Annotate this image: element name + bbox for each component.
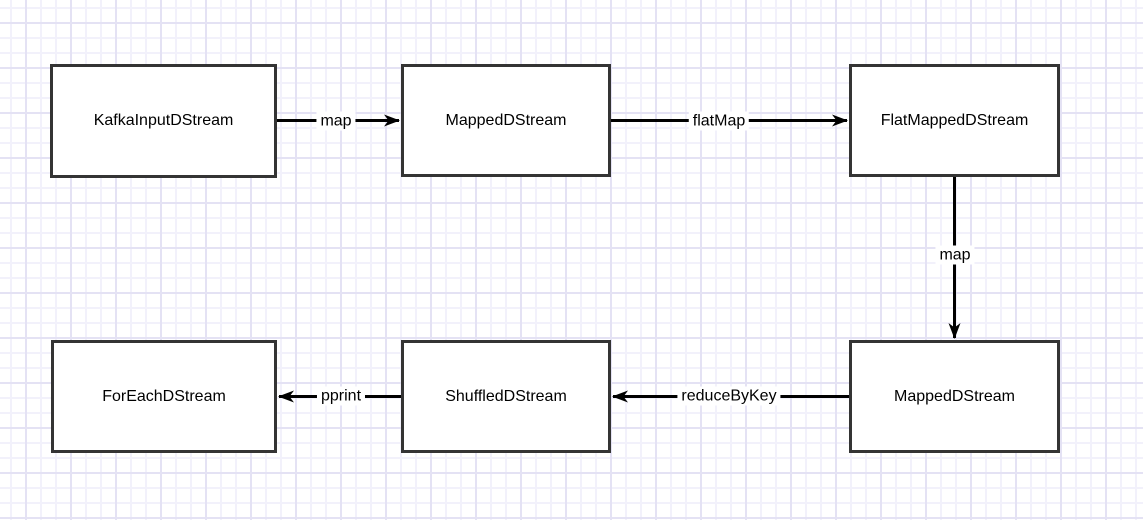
edge-label-reducebykey: reduceByKey [677,386,781,406]
node-mapped-dstream-top: MappedDStream [401,64,611,177]
edge-label-map-top: map [316,111,356,131]
node-label-foreach-dstream: ForEachDStream [102,387,226,405]
node-flat-mapped-dstream: FlatMappedDStream [849,64,1060,177]
edge-label-pprint: pprint [316,386,366,406]
node-label-kafka-input-dstream: KafkaInputDStream [93,112,234,129]
node-shuffled-dstream: ShuffledDStream [401,340,611,453]
edge-label-flatmap: flatMap [688,111,750,131]
node-label-flat-mapped-dstream: FlatMappedDStream [880,111,1029,129]
node-label-mapped-dstream-bottom: MappedDStream [894,387,1015,405]
edge-label-map-vertical: map [935,245,975,265]
node-label-mapped-dstream-top: MappedDStream [445,111,567,129]
node-kafka-input-dstream: KafkaInputDStream [50,64,277,178]
node-foreach-dstream: ForEachDStream [51,340,277,453]
node-mapped-dstream-bottom: MappedDStream [849,340,1060,453]
node-label-shuffled-dstream: ShuffledDStream [445,387,567,405]
